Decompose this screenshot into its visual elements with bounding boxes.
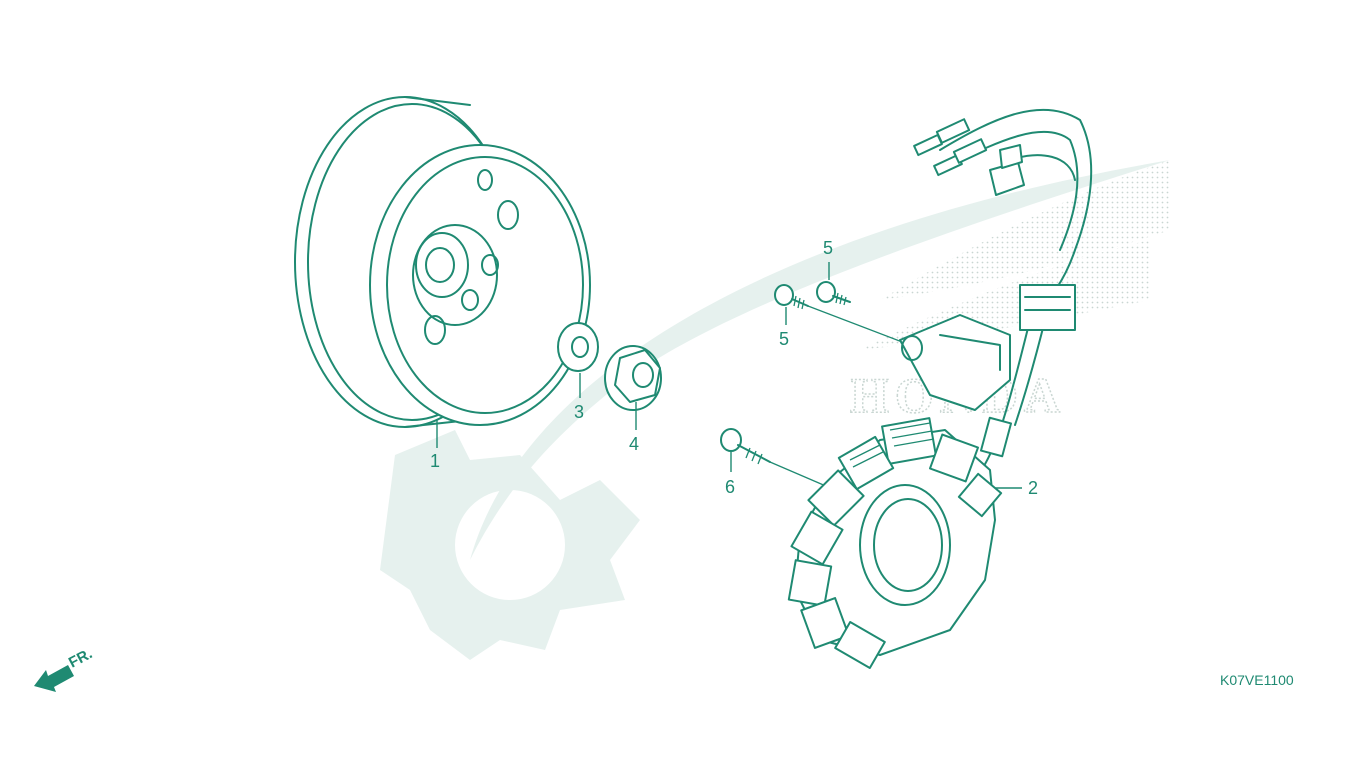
front-arrow-icon [34,665,74,692]
flywheel-part [294,96,591,428]
gear-watermark-icon [380,430,640,660]
flange-nut-part [604,345,662,411]
front-direction-indicator: FR. [34,645,95,692]
callout-1: 1 [430,451,440,471]
callout-4: 4 [629,434,639,454]
leader-lines [436,262,1022,489]
callout-2: 2 [1028,478,1038,498]
callout-5-upper: 5 [823,238,833,258]
bolt-5-lower-part [774,284,911,346]
callout-3: 3 [574,402,584,422]
bolt-5-upper-part [816,281,851,306]
stator-part [787,108,1093,669]
washer-part [557,322,599,372]
callout-6: 6 [725,477,735,497]
diagram-code: K07VE1100 [1220,672,1294,688]
front-label: FR. [66,645,95,671]
callout-5-lower: 5 [779,329,789,349]
